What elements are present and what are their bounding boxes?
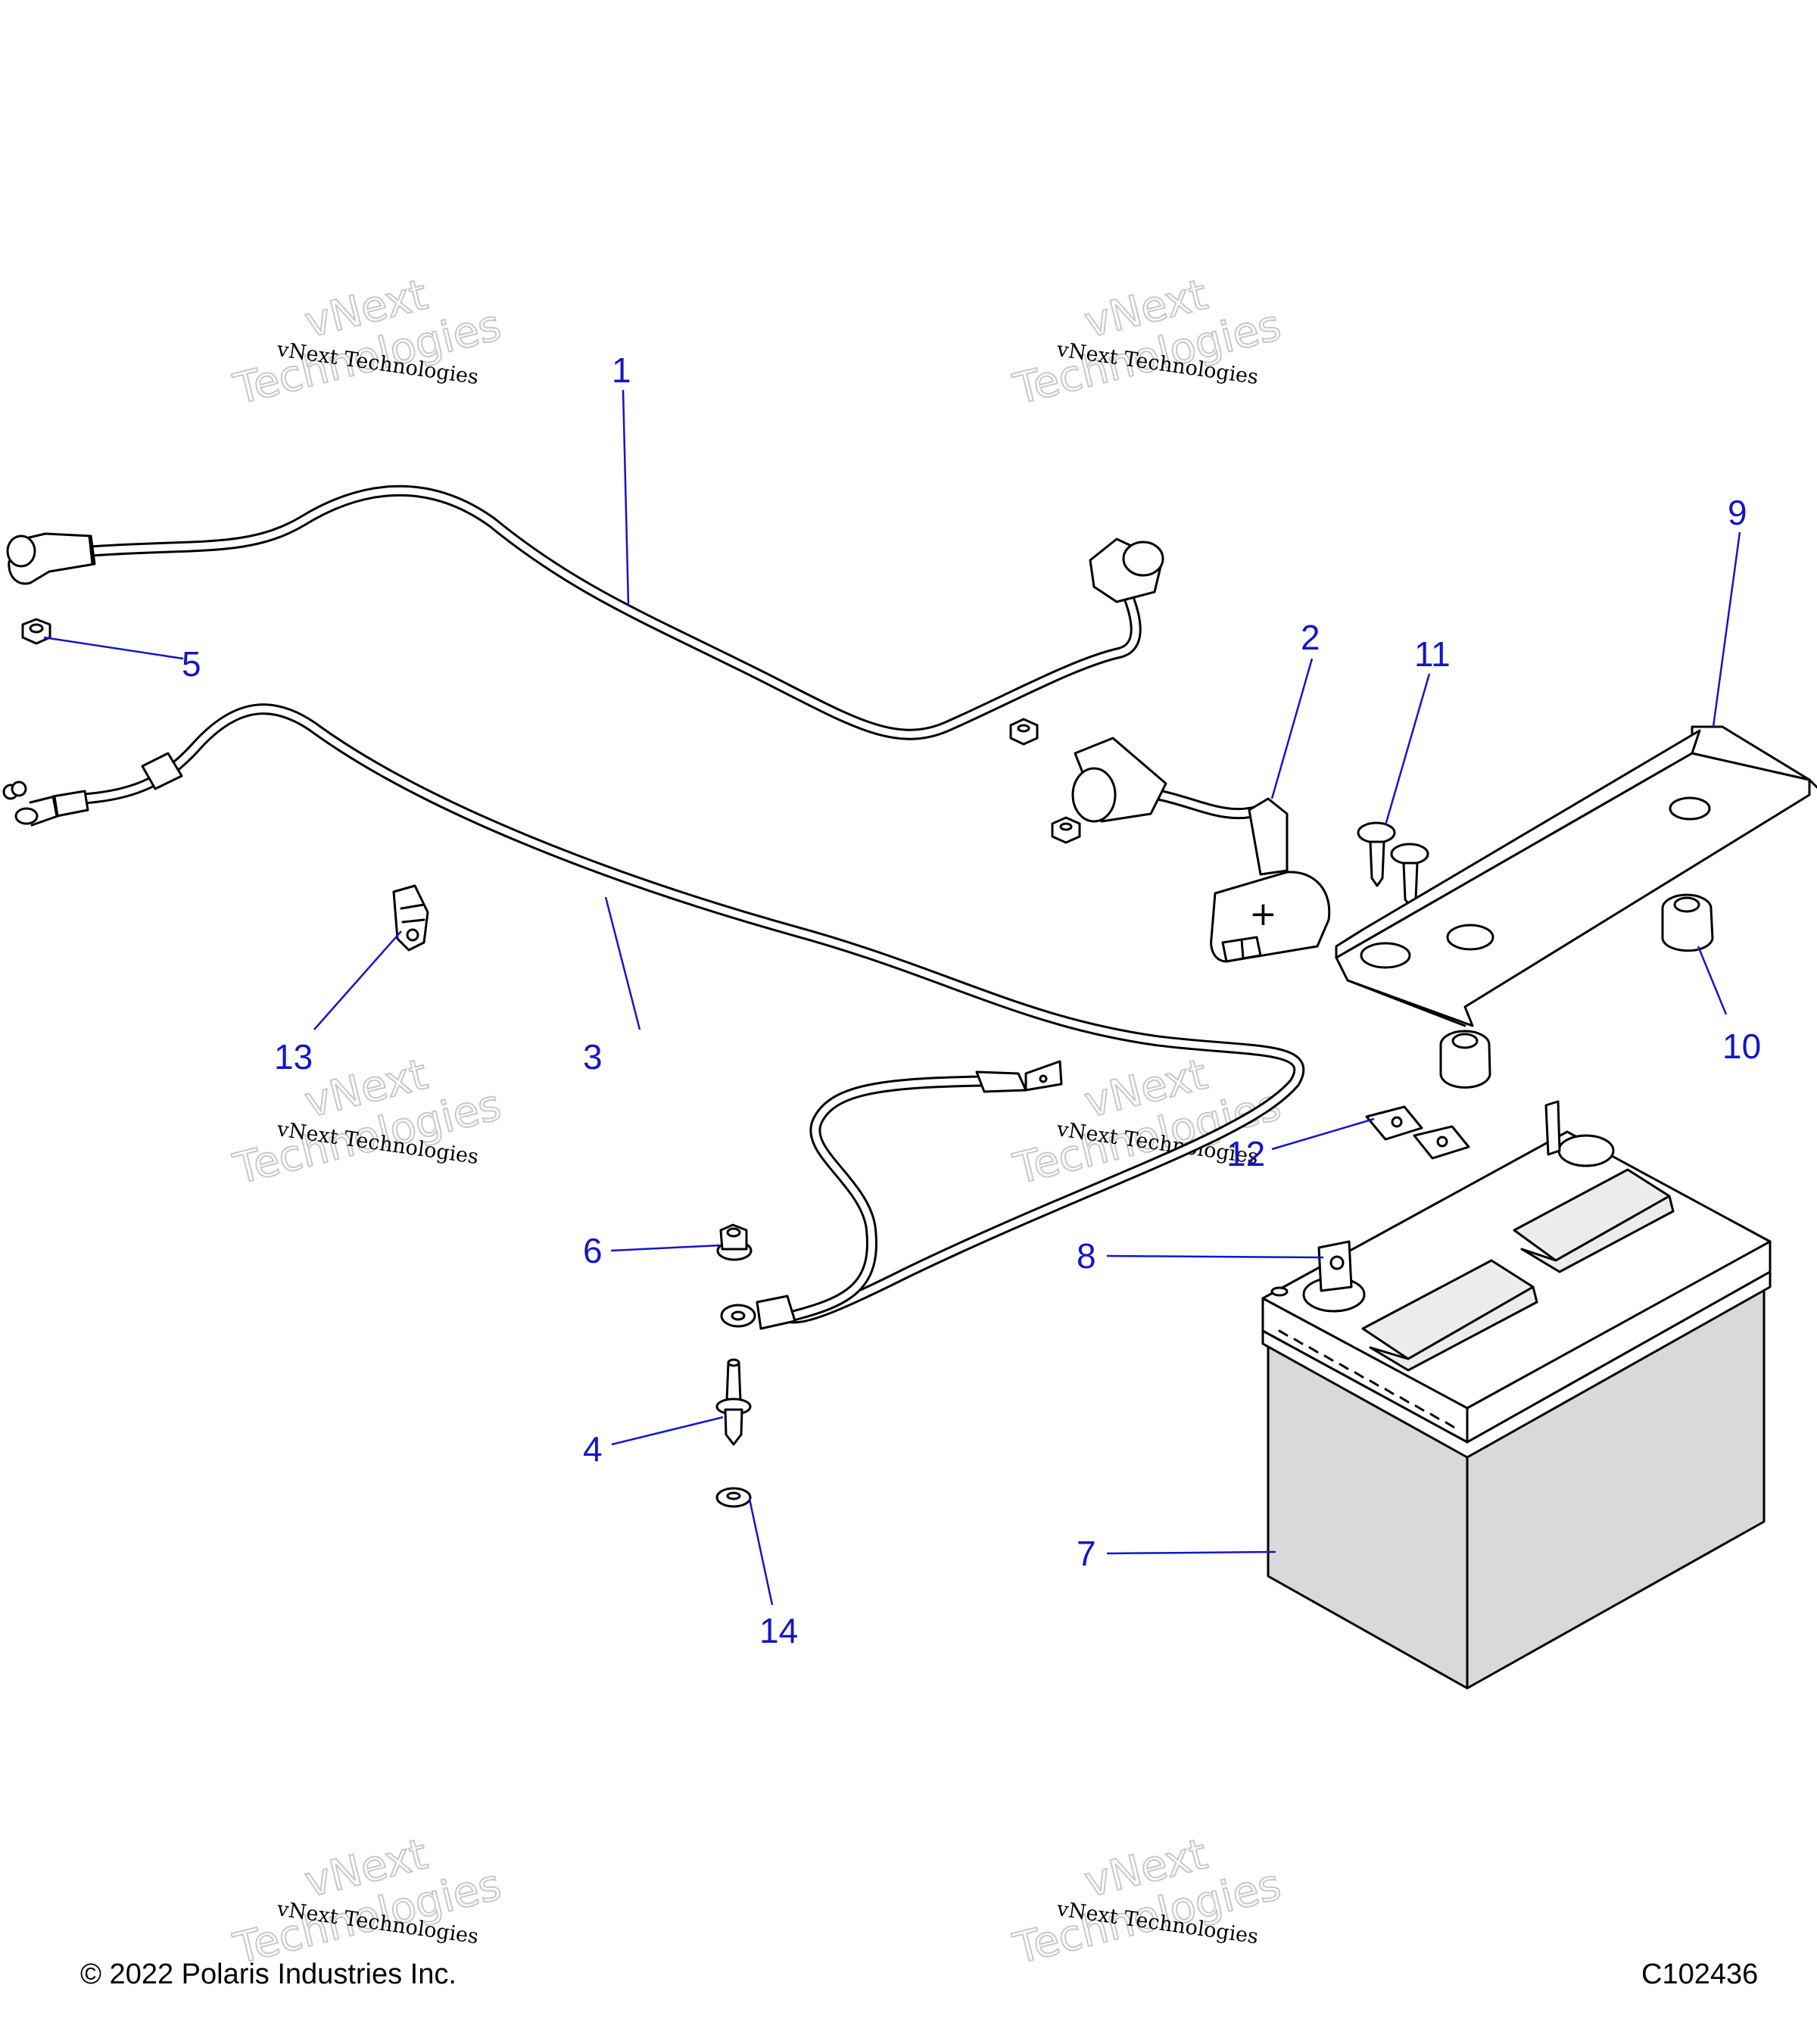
callout-13: 13 <box>274 1037 313 1077</box>
part-14-washer <box>715 1487 752 1508</box>
part-10-bumper <box>1439 1030 1491 1089</box>
callout-6: 6 <box>583 1231 603 1270</box>
callout-8: 8 <box>1077 1236 1096 1276</box>
callout-10: 10 <box>1722 1027 1761 1066</box>
part-9-bracket <box>1335 725 1817 1027</box>
part-6-flange-nut <box>716 1223 753 1261</box>
part-1-cable <box>6 485 1164 740</box>
watermark: vNext Technologies vNext Technologies <box>1008 1829 1286 1975</box>
watermark: vNext Technologies vNext Technologies <box>228 1049 506 1195</box>
part-12-clips <box>1365 1105 1470 1160</box>
part-3-cable <box>2 703 1305 1330</box>
callout-12: 12 <box>1226 1134 1265 1173</box>
callout-7: 7 <box>1077 1534 1096 1573</box>
part-4-stud <box>715 1358 752 1446</box>
leader-lines <box>43 389 1741 1606</box>
part-7-battery <box>1261 1100 1772 1690</box>
callout-3: 3 <box>583 1037 603 1077</box>
part-5-nut <box>21 618 51 645</box>
callout-labels: 1 2 3 4 5 6 7 8 9 10 11 12 13 14 <box>182 351 1761 1650</box>
callout-9: 9 <box>1728 493 1747 532</box>
watermark: vNext Technologies vNext Technologies <box>1008 1049 1286 1195</box>
watermark: vNext Technologies vNext Technologies <box>228 270 506 416</box>
callout-1: 1 <box>612 351 631 390</box>
part-13-clip <box>392 884 429 952</box>
callout-11: 11 <box>1414 634 1451 674</box>
copyright-notice: © 2022 Polaris Industries Inc. <box>80 1958 457 1990</box>
nut <box>1051 816 1081 844</box>
watermark: vNext Technologies vNext Technologies <box>1008 270 1286 416</box>
callout-2: 2 <box>1301 618 1320 657</box>
callout-14: 14 <box>759 1611 798 1650</box>
callout-4: 4 <box>583 1429 603 1469</box>
figure-id: C102436 <box>1641 1958 1759 1990</box>
part-10-bumper <box>1661 893 1714 952</box>
part-11-screws <box>1357 821 1429 908</box>
nut <box>1009 718 1039 746</box>
part-2-terminal: + <box>1071 737 1331 963</box>
plus-symbol: + <box>1249 895 1277 933</box>
callout-5: 5 <box>182 644 201 684</box>
